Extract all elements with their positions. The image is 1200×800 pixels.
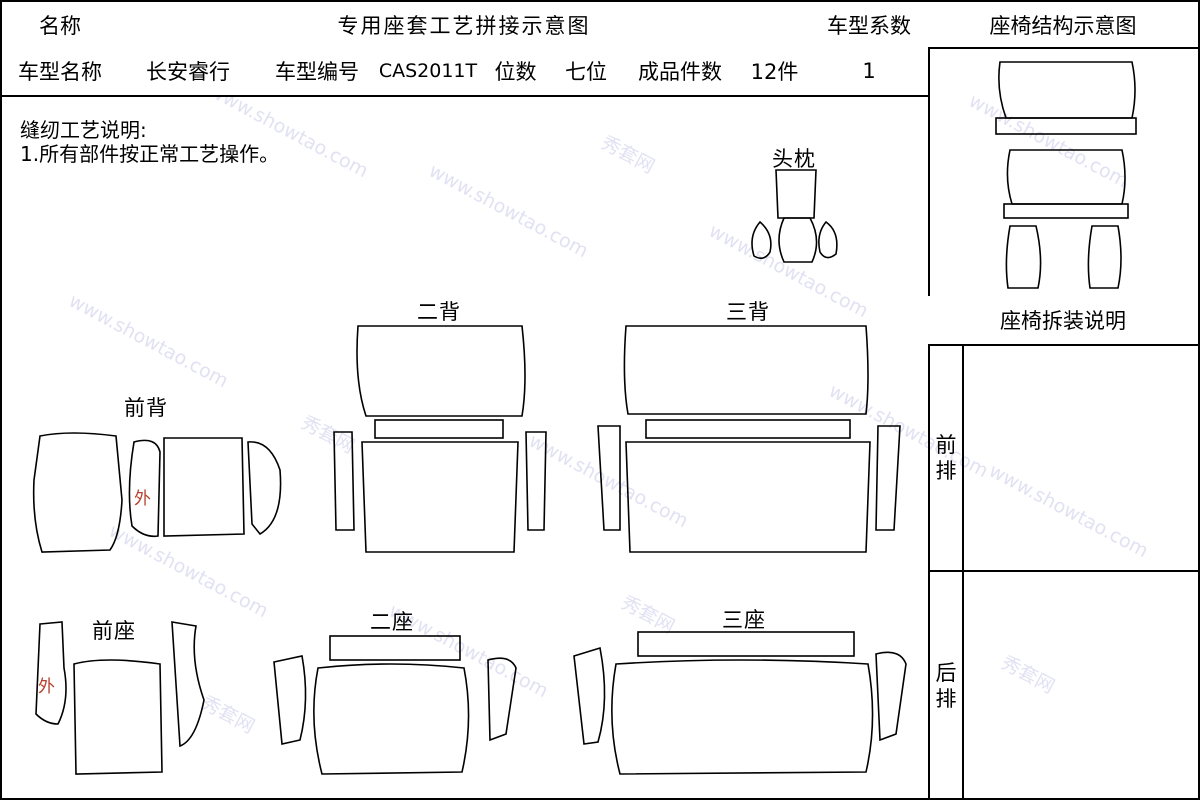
- front-back-label: 前背: [124, 396, 168, 420]
- model-code-cell: CAS2011T: [376, 47, 482, 97]
- second-back-lower-panel: [361, 441, 519, 553]
- second-seat-right-side: [487, 657, 517, 742]
- front-row-label: 前排: [935, 433, 957, 483]
- third-back-pieces: [597, 325, 901, 553]
- structure-third-row-cushion: [995, 117, 1137, 135]
- front-seat-outer-side: [35, 621, 67, 725]
- third-back-lower-panel: [625, 441, 871, 553]
- headrest-top-piece: [775, 169, 817, 219]
- model-name-label-cell: 车型名称: [0, 47, 120, 97]
- model-code-label: 车型编号: [275, 60, 359, 84]
- seats-label: 位数: [494, 60, 537, 84]
- rear-row-label: 后排: [935, 661, 957, 711]
- seats-value: 七位: [565, 60, 607, 84]
- third-back-left-side: [597, 425, 621, 531]
- seats-label-cell: 位数: [480, 47, 553, 97]
- notes-line-1: 1.所有部件按正常工艺操作。: [20, 142, 280, 166]
- front-seat-inner-side: [171, 621, 205, 748]
- rear-row-label-cell: [928, 570, 964, 800]
- front-row-instructions: [962, 344, 1200, 572]
- pattern-area: [0, 95, 930, 800]
- second-back-label: 二背: [417, 300, 461, 324]
- front-row-label-cell: [928, 344, 964, 572]
- headrest-label: 头枕: [772, 147, 816, 171]
- model-name: 长安睿行: [146, 60, 230, 84]
- second-seat-front-strip: [329, 635, 461, 661]
- third-back-label: 三背: [726, 300, 770, 324]
- coef-label: 车型系数: [827, 13, 911, 38]
- third-back-strip: [645, 419, 851, 439]
- coef-value: 1: [862, 59, 876, 83]
- structure-front-right-seat: [1087, 225, 1122, 289]
- third-seat-label: 三座: [722, 608, 766, 632]
- second-seat-pieces: [273, 635, 517, 775]
- disassembly-title-cell: 座椅拆装说明: [928, 296, 1200, 346]
- third-back-right-side: [875, 425, 901, 531]
- front-seat-pieces: [35, 621, 205, 775]
- front-back-main-piece: [32, 432, 123, 553]
- model-name-cell: 长安睿行: [118, 47, 260, 97]
- model-name-label: 车型名称: [18, 60, 102, 84]
- model-code: CAS2011T: [378, 60, 478, 82]
- seat-structure-drawing: [995, 61, 1137, 289]
- structure-second-row-cushion: [1003, 203, 1129, 219]
- structure-second-row-seat: [1006, 149, 1126, 205]
- second-back-left-side: [333, 431, 355, 531]
- pieces-label: 成品件数: [638, 60, 722, 84]
- name-label: 名称: [39, 13, 81, 38]
- second-back-upper-panel: [356, 325, 526, 417]
- second-back-right-side: [525, 431, 547, 531]
- front-back-pieces: [32, 432, 282, 553]
- third-seat-pieces: [573, 631, 907, 775]
- headrest-left-piece: [751, 220, 772, 260]
- disassembly-title: 座椅拆装说明: [1000, 309, 1126, 333]
- outer-mark-front-back: 外: [134, 489, 151, 509]
- name-label-cell: 名称: [0, 0, 120, 49]
- third-seat-right-side: [875, 651, 907, 742]
- coef-value-cell: 1: [810, 47, 930, 97]
- notes-heading: 缝纫工艺说明:: [20, 118, 147, 142]
- structure-title-cell: 座椅结构示意图: [928, 0, 1200, 49]
- structure-third-row-seat: [998, 61, 1136, 119]
- model-code-label-cell: 车型编号: [258, 47, 378, 97]
- outer-mark-front-seat: 外: [38, 677, 55, 697]
- second-seat-label: 二座: [370, 610, 414, 634]
- front-seat-cushion: [73, 659, 163, 775]
- pieces-label-cell: 成品件数: [621, 47, 741, 97]
- third-seat-left-side: [573, 646, 606, 745]
- front-back-side-piece: [247, 441, 282, 536]
- rear-row-instructions: [962, 570, 1200, 800]
- front-back-outer-side: [128, 439, 161, 538]
- second-seat-cushion: [313, 663, 470, 775]
- structure-front-left-seat: [1005, 225, 1042, 289]
- headrest-pieces: [751, 169, 838, 263]
- front-seat-label: 前座: [92, 619, 136, 643]
- headrest-center-piece: [778, 217, 818, 263]
- second-back-pieces: [333, 325, 547, 553]
- third-seat-cushion: [611, 659, 874, 775]
- second-seat-left-side: [273, 655, 307, 745]
- diagram-title: 专用座套工艺拼接示意图: [337, 13, 591, 38]
- pieces-value: 12件: [750, 60, 799, 84]
- structure-title: 座椅结构示意图: [989, 13, 1137, 38]
- third-seat-front-strip: [637, 631, 855, 657]
- third-back-upper-panel: [623, 325, 869, 415]
- second-back-strip: [374, 419, 504, 439]
- headrest-right-piece: [818, 220, 838, 259]
- front-back-inner-panel: [163, 437, 245, 537]
